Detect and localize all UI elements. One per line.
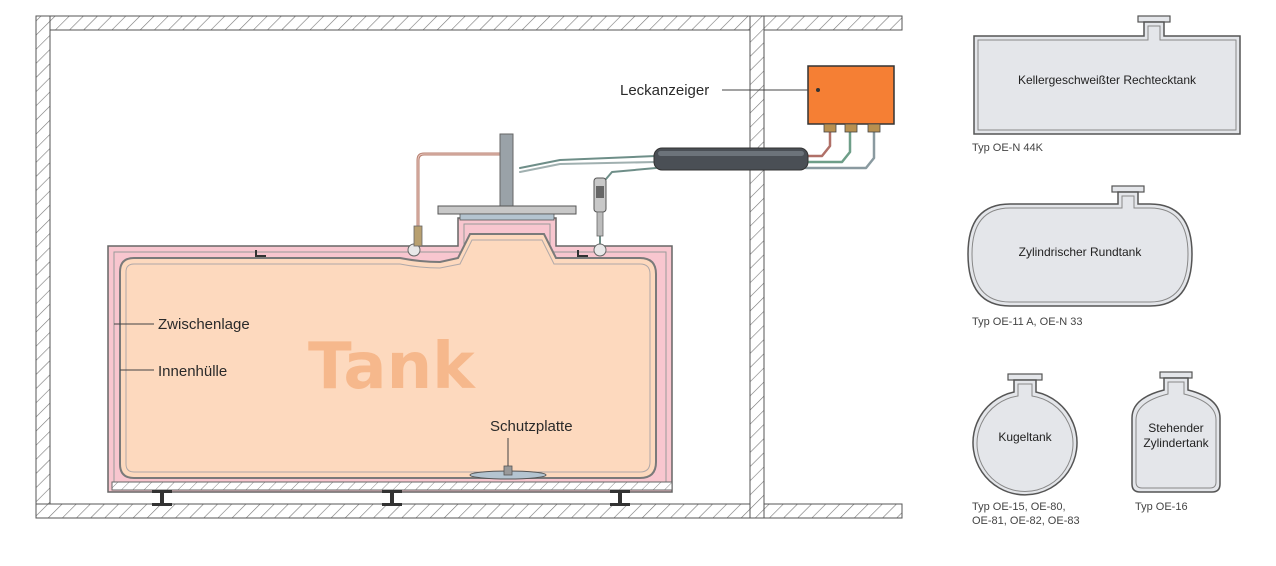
support-beams: [152, 490, 630, 506]
interlayer-label: Zwischenlage: [158, 316, 250, 333]
tank-type-name: Zylindrischer Rundtank: [1019, 245, 1143, 259]
tank-type-name: Kugeltank: [998, 430, 1052, 444]
tank-type-standing-cylinder: Stehender Zylindertank Typ OE-16: [1131, 371, 1221, 513]
tank-base: [111, 481, 673, 491]
tank-type-name: Stehender: [1148, 421, 1203, 435]
tank-inner-shell: [119, 233, 657, 479]
tank-label: Tank: [308, 330, 476, 404]
leak-detector-label: Leckanzeiger: [620, 82, 709, 99]
tank-type-cylindrical: Zylindrischer Rundtank Typ OE-11 A, OE-N…: [967, 185, 1193, 328]
callout-lines: [114, 89, 808, 466]
vent-pipe: [499, 133, 514, 211]
leak-detector: [807, 65, 895, 133]
inner-shell-label: Innenhülle: [158, 363, 227, 380]
protective-plate-label: Schutzplatte: [490, 418, 573, 435]
tank-type-code: Typ OE-16: [1135, 501, 1188, 513]
tank-type-name: Zylindertank: [1143, 436, 1209, 450]
tank-type-spherical: Kugeltank Typ OE-15, OE-80, OE-81, OE-82…: [972, 373, 1080, 527]
tank-type-rectangular: Kellergeschweißter Rechtecktank Typ OE-N…: [972, 15, 1241, 154]
valve: [593, 177, 607, 237]
tank: Tank: [107, 205, 673, 506]
tank-type-name: Kellergeschweißter Rechtecktank: [1018, 73, 1197, 87]
tank-type-code: Typ OE-15, OE-80,: [972, 501, 1066, 513]
tank-type-code: Typ OE-N 44K: [972, 142, 1044, 154]
tank-type-code: OE-81, OE-82, OE-83: [972, 515, 1080, 527]
manhole-cover: [437, 205, 577, 215]
tank-type-code: Typ OE-11 A, OE-N 33: [972, 316, 1082, 328]
